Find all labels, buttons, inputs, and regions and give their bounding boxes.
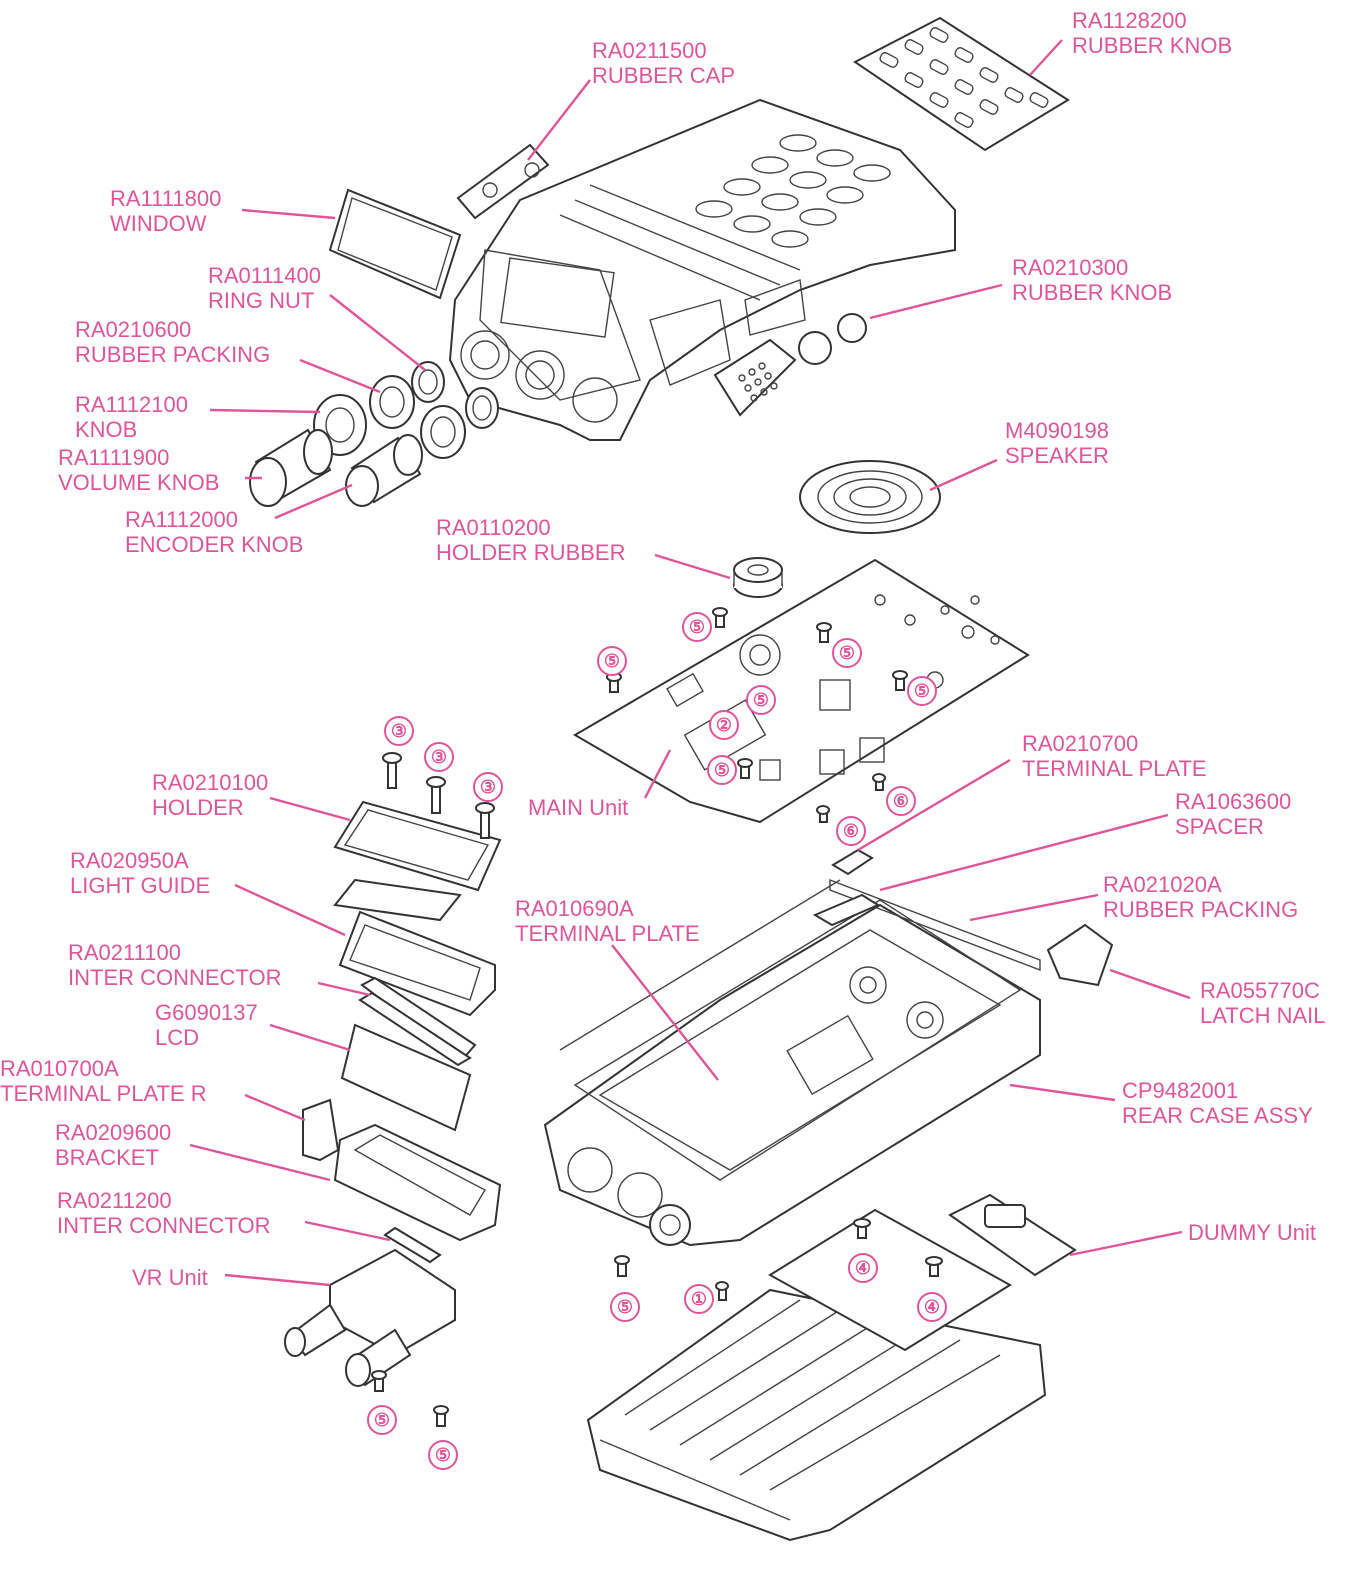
spacer-part	[812, 848, 881, 927]
rubber-cap-part	[456, 143, 550, 220]
battery-plate-part	[768, 1193, 1077, 1352]
screw-marker: ⑥	[836, 816, 866, 846]
screw-marker: ④	[848, 1253, 878, 1283]
screw-marker: ⑤	[610, 1292, 640, 1322]
screws	[371, 607, 943, 1427]
holder-rubber-part	[733, 557, 783, 598]
lcd-part	[340, 1023, 472, 1132]
front-case-part	[448, 98, 956, 441]
leader-lines	[189, 39, 1191, 1287]
screw-marker: ⑤	[367, 1405, 397, 1435]
screw-marker: ⑤	[428, 1440, 458, 1470]
inter-connector-2-part	[383, 1226, 442, 1264]
side-rubber-knob-part	[713, 313, 867, 417]
rubber-keypad-part	[853, 16, 1070, 152]
terminal-plate-r-part	[302, 1098, 340, 1162]
main-board-part	[573, 558, 1030, 824]
screw-marker: ⑤	[746, 685, 776, 715]
screw-marker: ⑤	[832, 638, 862, 668]
bracket-part	[333, 1123, 502, 1242]
screw-marker: ⑤	[707, 755, 737, 785]
screw-marker: ⑥	[886, 786, 916, 816]
speaker-part	[799, 460, 941, 534]
screw-marker: ①	[684, 1284, 714, 1314]
light-guide-part	[338, 910, 496, 1017]
screw-marker: ⑤	[682, 612, 712, 642]
knob-assembly-parts	[249, 361, 499, 507]
label-vr-unit: VR Unit	[132, 1265, 208, 1290]
screw-marker: ⑤	[907, 676, 937, 706]
window-part	[328, 188, 462, 300]
vr-unit-part	[284, 1248, 456, 1387]
screw-marker: ③	[424, 742, 454, 772]
holder-part	[333, 800, 502, 922]
label-main-unit: MAIN Unit	[528, 795, 629, 820]
inter-connector-part	[358, 976, 477, 1067]
rear-case-part	[543, 879, 1041, 1247]
screw-marker: ⑤	[597, 646, 627, 676]
screw-marker: ③	[473, 772, 503, 802]
screw-marker: ④	[917, 1292, 947, 1322]
rubber-packing-strip-part	[829, 878, 1114, 987]
label-dummy-unit: DUMMY Unit	[1188, 1220, 1316, 1245]
battery-part	[586, 1288, 1047, 1542]
screw-marker: ③	[384, 716, 414, 746]
screw-marker: ②	[709, 710, 739, 740]
